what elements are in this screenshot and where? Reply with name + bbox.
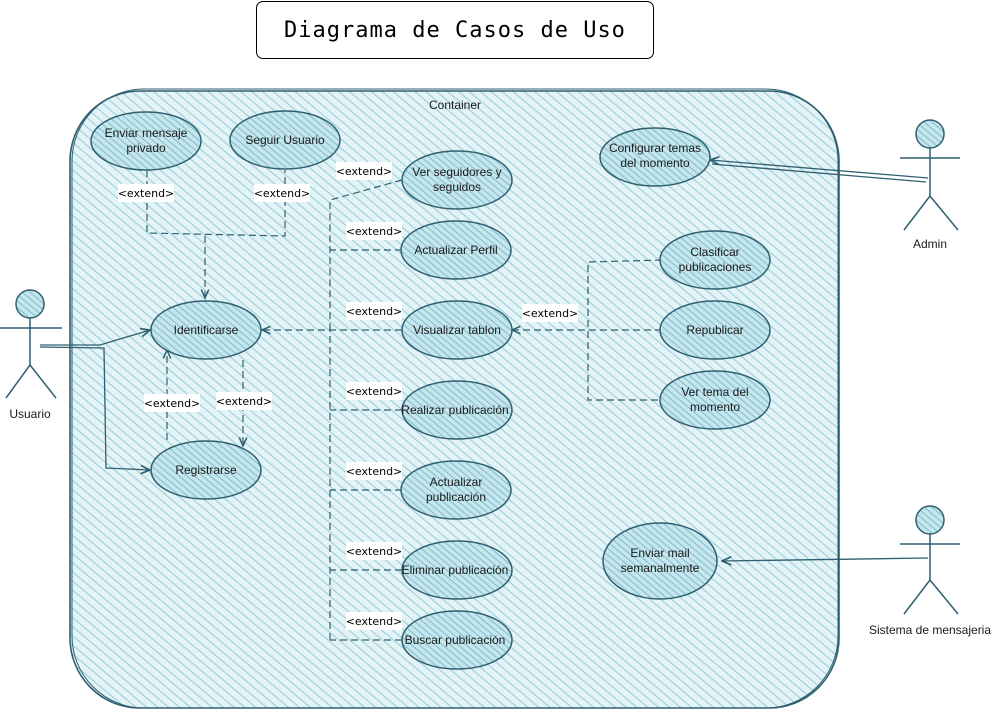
use-case-actualizar-perfil[interactable]: Actualizar Perfil <box>400 220 512 280</box>
assoc-sistema-mail <box>722 558 929 561</box>
svg-text:<extend>: <extend> <box>522 307 579 320</box>
extend-label: <extend> <box>346 612 403 630</box>
use-case-seguir-usuario[interactable]: Seguir Usuario <box>229 110 341 170</box>
svg-text:<extend>: <extend> <box>346 465 403 478</box>
extend-label: <extend> <box>346 462 403 480</box>
svg-text:<extend>: <extend> <box>254 187 311 200</box>
assoc-usuario-registrarse <box>39 346 150 470</box>
svg-text:Eliminar publicación: Eliminar publicación <box>402 563 509 577</box>
container-label: Container <box>429 98 481 112</box>
extend-link-ver-seguidores <box>329 179 403 330</box>
extend-label: <extend> <box>144 394 201 412</box>
extend-label: <extend> <box>336 162 393 180</box>
extend-label: <extend> <box>346 542 403 560</box>
assoc-admin-configurar <box>710 160 929 179</box>
use-case-realizar-publicacion[interactable]: Realizar publicación <box>401 380 513 440</box>
actor-admin[interactable] <box>900 119 960 231</box>
extend-label: <extend> <box>346 302 403 320</box>
extend-label: <extend> <box>522 304 579 322</box>
extend-labels: <extend> <extend> <extend> <extend> <ext… <box>118 162 579 630</box>
svg-text:Actualizar Perfil: Actualizar Perfil <box>414 243 497 257</box>
associations <box>39 160 929 561</box>
svg-text:Republicar: Republicar <box>686 323 743 337</box>
svg-text:<extend>: <extend> <box>346 225 403 238</box>
actor-admin-label: Admin <box>913 237 947 251</box>
svg-text:Realizar publicación: Realizar publicación <box>401 403 508 417</box>
svg-text:Registrarse: Registrarse <box>175 463 237 477</box>
extend-label: <extend> <box>118 184 175 202</box>
svg-text:<extend>: <extend> <box>346 385 403 398</box>
actor-sistema-mensajeria[interactable] <box>900 505 960 615</box>
svg-text:<extend>: <extend> <box>346 615 403 628</box>
diagram-title: Diagrama de Casos de Uso <box>256 1 654 59</box>
actor-usuario[interactable] <box>0 289 62 399</box>
assoc-admin-configurar-2 <box>711 163 927 183</box>
use-case-republicar[interactable]: Republicar <box>659 300 771 360</box>
use-case-buscar-publicacion[interactable]: Buscar publicación <box>401 610 513 670</box>
extend-link-right-group <box>587 259 663 401</box>
assoc-usuario-identificarse <box>40 330 150 346</box>
extend-label: <extend> <box>216 392 273 410</box>
svg-text:Seguir Usuario: Seguir Usuario <box>245 133 325 147</box>
actor-sistema-label: Sistema de mensajeria <box>869 623 991 637</box>
use-case-registrarse[interactable]: Registrarse <box>150 440 262 500</box>
use-case-identificarse[interactable]: Identificarse <box>150 300 262 360</box>
svg-text:<extend>: <extend> <box>144 397 201 410</box>
svg-text:Identificarse: Identificarse <box>174 323 239 337</box>
use-case-eliminar-publicacion[interactable]: Eliminar publicación <box>401 540 513 600</box>
use-case-visualizar-tablon[interactable]: Visualizar tablon <box>401 300 513 360</box>
svg-text:Buscar publicación: Buscar publicación <box>405 633 506 647</box>
extend-link-mensaje-seguir <box>146 170 286 237</box>
svg-text:<extend>: <extend> <box>346 305 403 318</box>
svg-text:<extend>: <extend> <box>336 165 393 178</box>
svg-text:<extend>: <extend> <box>216 395 273 408</box>
extend-label: <extend> <box>346 222 403 240</box>
extend-label: <extend> <box>254 184 311 202</box>
svg-text:Visualizar tablon: Visualizar tablon <box>413 323 501 337</box>
extend-label: <extend> <box>346 382 403 400</box>
actor-usuario-label: Usuario <box>9 407 51 421</box>
svg-text:<extend>: <extend> <box>346 545 403 558</box>
svg-text:<extend>: <extend> <box>118 187 175 200</box>
